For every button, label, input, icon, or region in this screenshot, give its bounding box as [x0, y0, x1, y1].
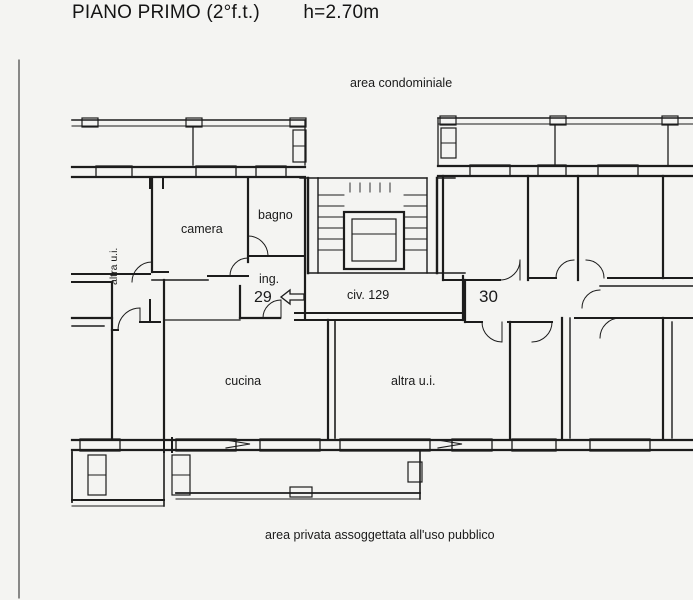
- civico-label: civ. 129: [347, 288, 390, 302]
- cucina-label: cucina: [225, 374, 262, 388]
- left-unit-walls: [70, 261, 161, 440]
- bottom-exterior-wall: [70, 437, 693, 453]
- top-exterior-wall: [70, 164, 693, 189]
- camera-label: camera: [181, 222, 223, 236]
- stairwell: [299, 176, 456, 275]
- lift-shaft: [342, 210, 406, 271]
- unit-30-walls: [441, 174, 693, 440]
- unit-29-walls: [150, 176, 336, 440]
- altra-ui-label: altra u.i.: [391, 374, 436, 388]
- ceiling-height: h=2.70m: [303, 2, 380, 23]
- landing-walls: [294, 272, 466, 322]
- area-privata-label: area privata assoggettata all'uso pubbli…: [265, 528, 495, 542]
- ingresso-label: ing.: [259, 272, 280, 286]
- unit-30-number: 30: [479, 287, 498, 306]
- boundary-pillars: [192, 117, 669, 166]
- bottom-balcony: [71, 451, 423, 507]
- top-boundary: [71, 115, 693, 128]
- bagno-label: bagno: [258, 208, 293, 222]
- unit-29-number: 29: [254, 289, 272, 306]
- altra-ui-vertical-label: altra u.i.: [108, 247, 120, 285]
- entrance-arrow-icon: [279, 288, 305, 306]
- plan-title: PIANO PRIMO (2°f.t.) h=2.70m: [72, 2, 379, 24]
- floor-title: PIANO PRIMO (2°f.t.): [72, 2, 260, 23]
- area-condominiale-label: area condominiale: [350, 76, 453, 90]
